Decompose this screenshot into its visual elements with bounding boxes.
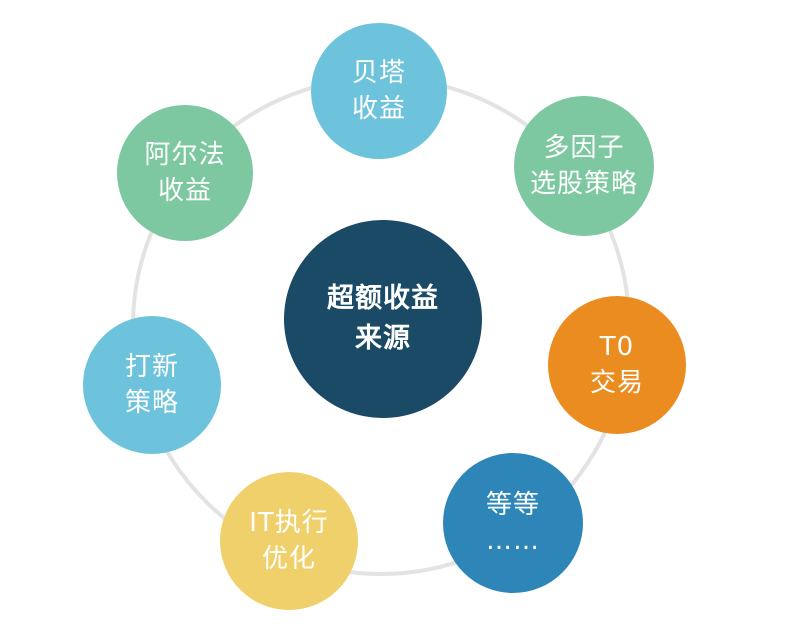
node-beta-return: 贝塔 收益: [311, 23, 447, 159]
node-ipo-strategy: 打新 策略: [83, 316, 221, 454]
node-t0-line-1: T0: [599, 332, 635, 362]
node-multi-factor: 多因子 选股策略: [514, 96, 654, 236]
center-node-excess-return-source: 超额收益 来源: [284, 220, 482, 418]
node-etc-line-2: ……: [486, 526, 540, 556]
node-ipo-line-2: 策略: [124, 388, 179, 418]
node-alpha-line-2: 收益: [157, 176, 212, 206]
node-alpha-line-1: 阿尔法: [144, 140, 226, 170]
node-beta-line-1: 贝塔: [351, 58, 406, 88]
center-line-1: 超额收益: [327, 283, 439, 314]
node-etc: 等等 ……: [443, 453, 583, 593]
node-ipo-line-1: 打新: [124, 352, 179, 382]
node-t0-trading: T0 交易: [548, 296, 686, 434]
center-line-2: 来源: [355, 323, 411, 354]
node-it-line-2: 优化: [261, 544, 316, 574]
node-it-line-1: IT执行: [249, 508, 329, 538]
node-alpha-return: 阿尔法 收益: [117, 105, 253, 241]
node-multi-line-1: 多因子: [543, 133, 625, 163]
node-it-execution: IT执行 优化: [220, 472, 358, 610]
node-etc-line-1: 等等: [485, 490, 540, 520]
node-t0-line-2: 交易: [589, 368, 644, 398]
node-beta-line-2: 收益: [351, 94, 406, 124]
node-multi-line-2: 选股策略: [529, 169, 638, 199]
